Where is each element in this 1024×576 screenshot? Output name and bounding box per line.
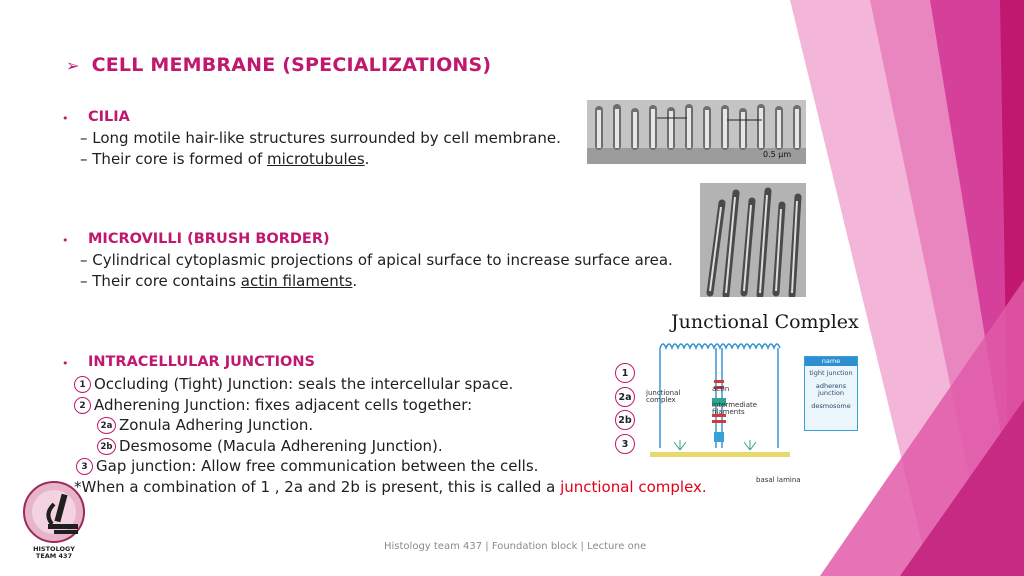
logo-line-1: HISTOLOGY xyxy=(33,545,75,553)
junction-number-badge: 2 xyxy=(74,397,91,414)
diagram-marker: 2a xyxy=(615,387,635,407)
histology-team-logo: HISTOLOGY TEAM 437 xyxy=(18,480,90,562)
slide-title-text: CELL MEMBRANE (SPECIALIZATIONS) xyxy=(91,54,492,76)
footer-text: Histology team 437 | Foundation block | … xyxy=(384,541,647,552)
diagram-marker: 3 xyxy=(615,434,635,454)
junction-item-text: Zonula Adhering Junction. xyxy=(119,416,314,434)
microvilli-line-2: – Their core contains actin filaments. xyxy=(80,272,357,290)
microvilli-line-2-suffix: . xyxy=(352,272,358,290)
junction-number-badge: 2a xyxy=(97,417,116,434)
microvilli-micrograph xyxy=(700,183,806,297)
microvilli-line-2-text: – Their core contains xyxy=(80,272,241,290)
actin-filaments-term: actin filaments xyxy=(240,272,353,290)
bullet-icon: • xyxy=(62,357,69,370)
cilia-line-1: – Long motile hair-like structures surro… xyxy=(80,129,561,147)
junction-item-text: Gap junction: Allow free communication b… xyxy=(96,457,539,475)
logo-text: HISTOLOGY TEAM 437 xyxy=(18,546,90,560)
diagram-legend: name tight junction adherens junction de… xyxy=(804,356,858,431)
cilia-micrograph: 0.5 µm xyxy=(587,100,806,164)
junction-item-text: Occluding (Tight) Junction: seals the in… xyxy=(94,375,514,393)
junctional-complex-note: *When a combination of 1 , 2a and 2b is … xyxy=(74,478,707,496)
legend-item: desmosome xyxy=(811,402,851,410)
bullet-icon: • xyxy=(62,234,69,247)
cilia-line-2: – Their core is formed of microtubules. xyxy=(80,150,369,168)
microscope-logo-icon xyxy=(23,481,85,543)
slide-title: ➢ CELL MEMBRANE (SPECIALIZATIONS) xyxy=(66,54,491,76)
diagram-title: Junctional Complex xyxy=(671,311,859,333)
bullet-icon: • xyxy=(62,112,69,125)
cilia-line-2-text: – Their core is formed of xyxy=(80,150,267,168)
logo-line-2: TEAM 437 xyxy=(35,552,73,560)
label-basal-lamina: basal lamina xyxy=(756,476,801,484)
legend-item: adherens junction xyxy=(815,382,847,397)
micrograph-scale-label: 0.5 µm xyxy=(763,150,792,159)
diagram-marker: 1 xyxy=(615,363,635,383)
cilia-heading: CILIA xyxy=(88,109,130,125)
microvilli-heading: MICROVILLI (BRUSH BORDER) xyxy=(88,231,330,247)
label-intermediate-filaments: intermediate filaments xyxy=(712,401,758,416)
legend-header: name xyxy=(805,357,857,366)
microtubules-term: microtubules xyxy=(267,150,365,168)
junction-number-badge: 2b xyxy=(97,438,116,455)
arrow-bullet-icon: ➢ xyxy=(66,55,80,75)
junctional-complex-term: junctional complex. xyxy=(560,478,707,496)
junction-item-text: Adherening Junction: fixes adjacent cell… xyxy=(94,396,473,414)
label-junctional-complex: junctional complex xyxy=(646,389,681,404)
junctions-heading: INTRACELLULAR JUNCTIONS xyxy=(88,354,315,370)
junctional-complex-diagram xyxy=(650,343,790,457)
label-actin: actin xyxy=(712,385,730,393)
note-text: *When a combination of 1 , 2a and 2b is … xyxy=(74,478,561,496)
diagram-marker: 2b xyxy=(615,410,635,430)
microvilli-line-1: – Cylindrical cytoplasmic projections of… xyxy=(80,251,673,269)
junction-number-badge: 1 xyxy=(74,376,91,393)
junction-item-text: Desmosome (Macula Adherening Junction). xyxy=(119,437,443,455)
legend-item: tight junction xyxy=(809,369,853,377)
junction-number-badge: 3 xyxy=(76,458,93,475)
cilia-line-2-suffix: . xyxy=(364,150,370,168)
